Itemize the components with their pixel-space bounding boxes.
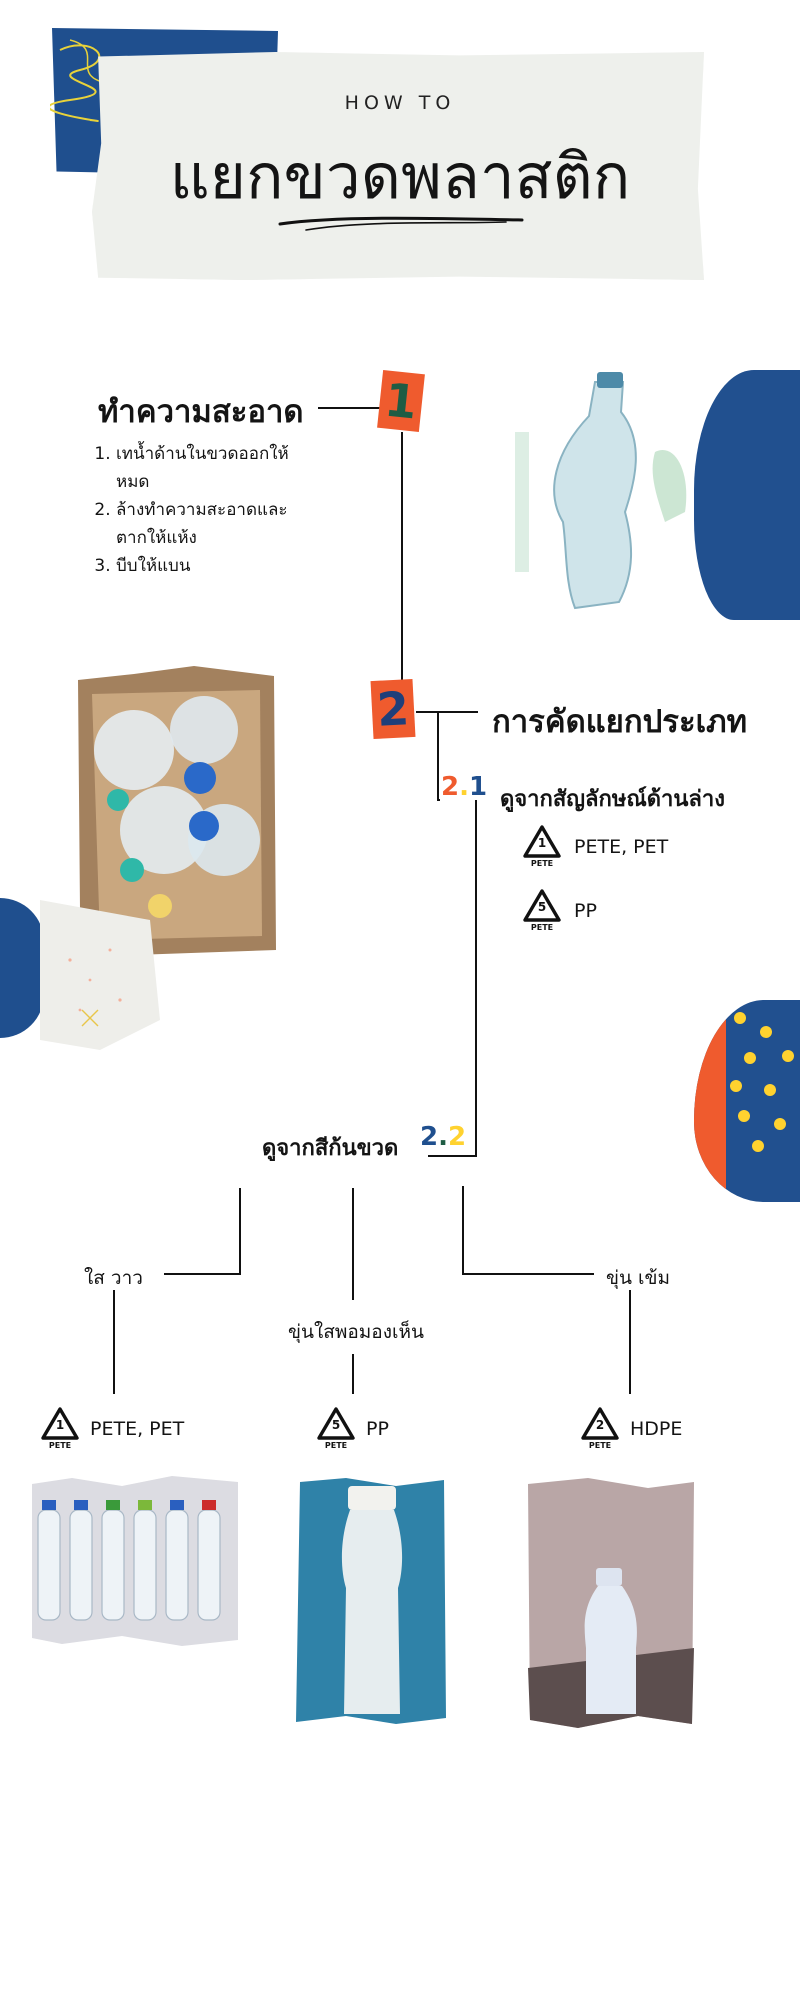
substep-major-digit: 2 — [420, 1122, 439, 1152]
substep-major-digit: 2 — [441, 772, 460, 802]
yellow-dot — [734, 1012, 746, 1024]
clear-pet-bottles-photo — [32, 1476, 238, 1646]
recycle-code-row: 1 PETE PETE, PET — [40, 1406, 184, 1452]
recycle-symbol-icon: 5 PETE — [522, 888, 562, 934]
substep-dot: . — [438, 1122, 448, 1152]
plastic-code-label: PP — [574, 900, 597, 922]
recycle-symbol-number: 5 — [331, 1418, 341, 1432]
recycle-symbol-icon: 1 PETE — [522, 824, 562, 870]
step2-heading: การคัดแยกประเภท — [492, 704, 748, 740]
title-underline-swoosh — [278, 216, 524, 231]
list-item: ล้างทำความสะอาดและตากให้แห้ง — [116, 496, 316, 552]
plastic-code-label: PP — [366, 1418, 389, 1440]
orange-stripe — [694, 1000, 726, 1202]
recycle-symbol-number: 5 — [537, 900, 547, 914]
recycle-code-row: 5 PETE PP — [316, 1406, 389, 1452]
recycle-code-row: 5 PETE PP — [522, 888, 597, 934]
recycle-symbol-number: 2 — [595, 1418, 605, 1432]
plastic-code-label: HDPE — [630, 1418, 683, 1440]
substep-2-2-heading: ดูจากสีก้นขวด — [262, 1136, 399, 1161]
yellow-dot — [760, 1026, 772, 1038]
decorative-blue-paper — [694, 370, 800, 620]
branch-label-translucent: ขุ่นใสพอมองเห็น — [288, 1321, 425, 1343]
box-of-bottles-photo — [78, 666, 276, 956]
yellow-dot — [782, 1050, 794, 1062]
recycle-symbol-text: PETE — [530, 859, 554, 868]
opaque-hdpe-bottle-photo — [528, 1478, 694, 1728]
translucent-pp-bottle-photo — [296, 1478, 446, 1724]
recycle-symbol-text: PETE — [324, 1441, 348, 1450]
recycle-symbol-icon: 5 PETE — [316, 1406, 356, 1452]
yellow-dot — [730, 1080, 742, 1092]
title-paper-card — [92, 52, 704, 280]
substep-2-2-number: 2.2 — [420, 1122, 466, 1152]
step2-number-tile: 2 — [370, 678, 416, 740]
step1-number-tile: 1 — [377, 369, 425, 433]
recycle-symbol-text: PETE — [530, 923, 554, 932]
yellow-dot — [764, 1084, 776, 1096]
list-item: เทน้ำด้านในขวดออกให้หมด — [116, 440, 316, 496]
substep-minor-digit: 2 — [447, 1122, 467, 1152]
step1-instructions-list: เทน้ำด้านในขวดออกให้หมด ล้างทำความสะอาดแ… — [96, 440, 316, 580]
substep-2-1-heading: ดูจากสัญลักษณ์ด้านล่าง — [500, 787, 725, 812]
yellow-dot — [774, 1118, 786, 1130]
branch-label-clear: ใส วาว — [84, 1267, 143, 1289]
branch-label-opaque: ขุ่น เข้ม — [606, 1267, 671, 1289]
speckled-paper-decoration — [40, 900, 160, 1050]
recycle-symbol-text: PETE — [48, 1441, 72, 1450]
recycle-symbol-icon: 2 PETE — [580, 1406, 620, 1452]
list-item: บีบให้แบน — [116, 552, 316, 580]
yellow-dot — [744, 1052, 756, 1064]
yellow-dot — [738, 1110, 750, 1122]
recycle-code-row: 2 PETE HDPE — [580, 1406, 682, 1452]
substep-2-1-number: 2.1 — [441, 772, 487, 802]
plastic-code-label: PETE, PET — [574, 836, 669, 858]
title-kicker: HOW TO — [344, 92, 456, 114]
page-title: แยกขวดพลาสติก — [169, 140, 631, 213]
recycle-code-row: 1 PETE PETE, PET — [522, 824, 668, 870]
substep-minor-digit: 1 — [468, 772, 488, 802]
yellow-dot — [752, 1140, 764, 1152]
recycle-symbol-text: PETE — [588, 1441, 612, 1450]
crushed-bottle-photo — [515, 372, 687, 610]
plastic-code-label: PETE, PET — [90, 1418, 185, 1440]
dotted-paper-decoration — [694, 1000, 800, 1202]
recycle-symbol-icon: 1 PETE — [40, 1406, 80, 1452]
decorative-blue-paper — [0, 898, 44, 1038]
substep-dot: . — [459, 772, 469, 802]
recycle-symbol-number: 1 — [537, 836, 547, 850]
recycle-symbol-number: 1 — [55, 1418, 65, 1432]
step1-heading: ทำความสะอาด — [98, 394, 304, 430]
